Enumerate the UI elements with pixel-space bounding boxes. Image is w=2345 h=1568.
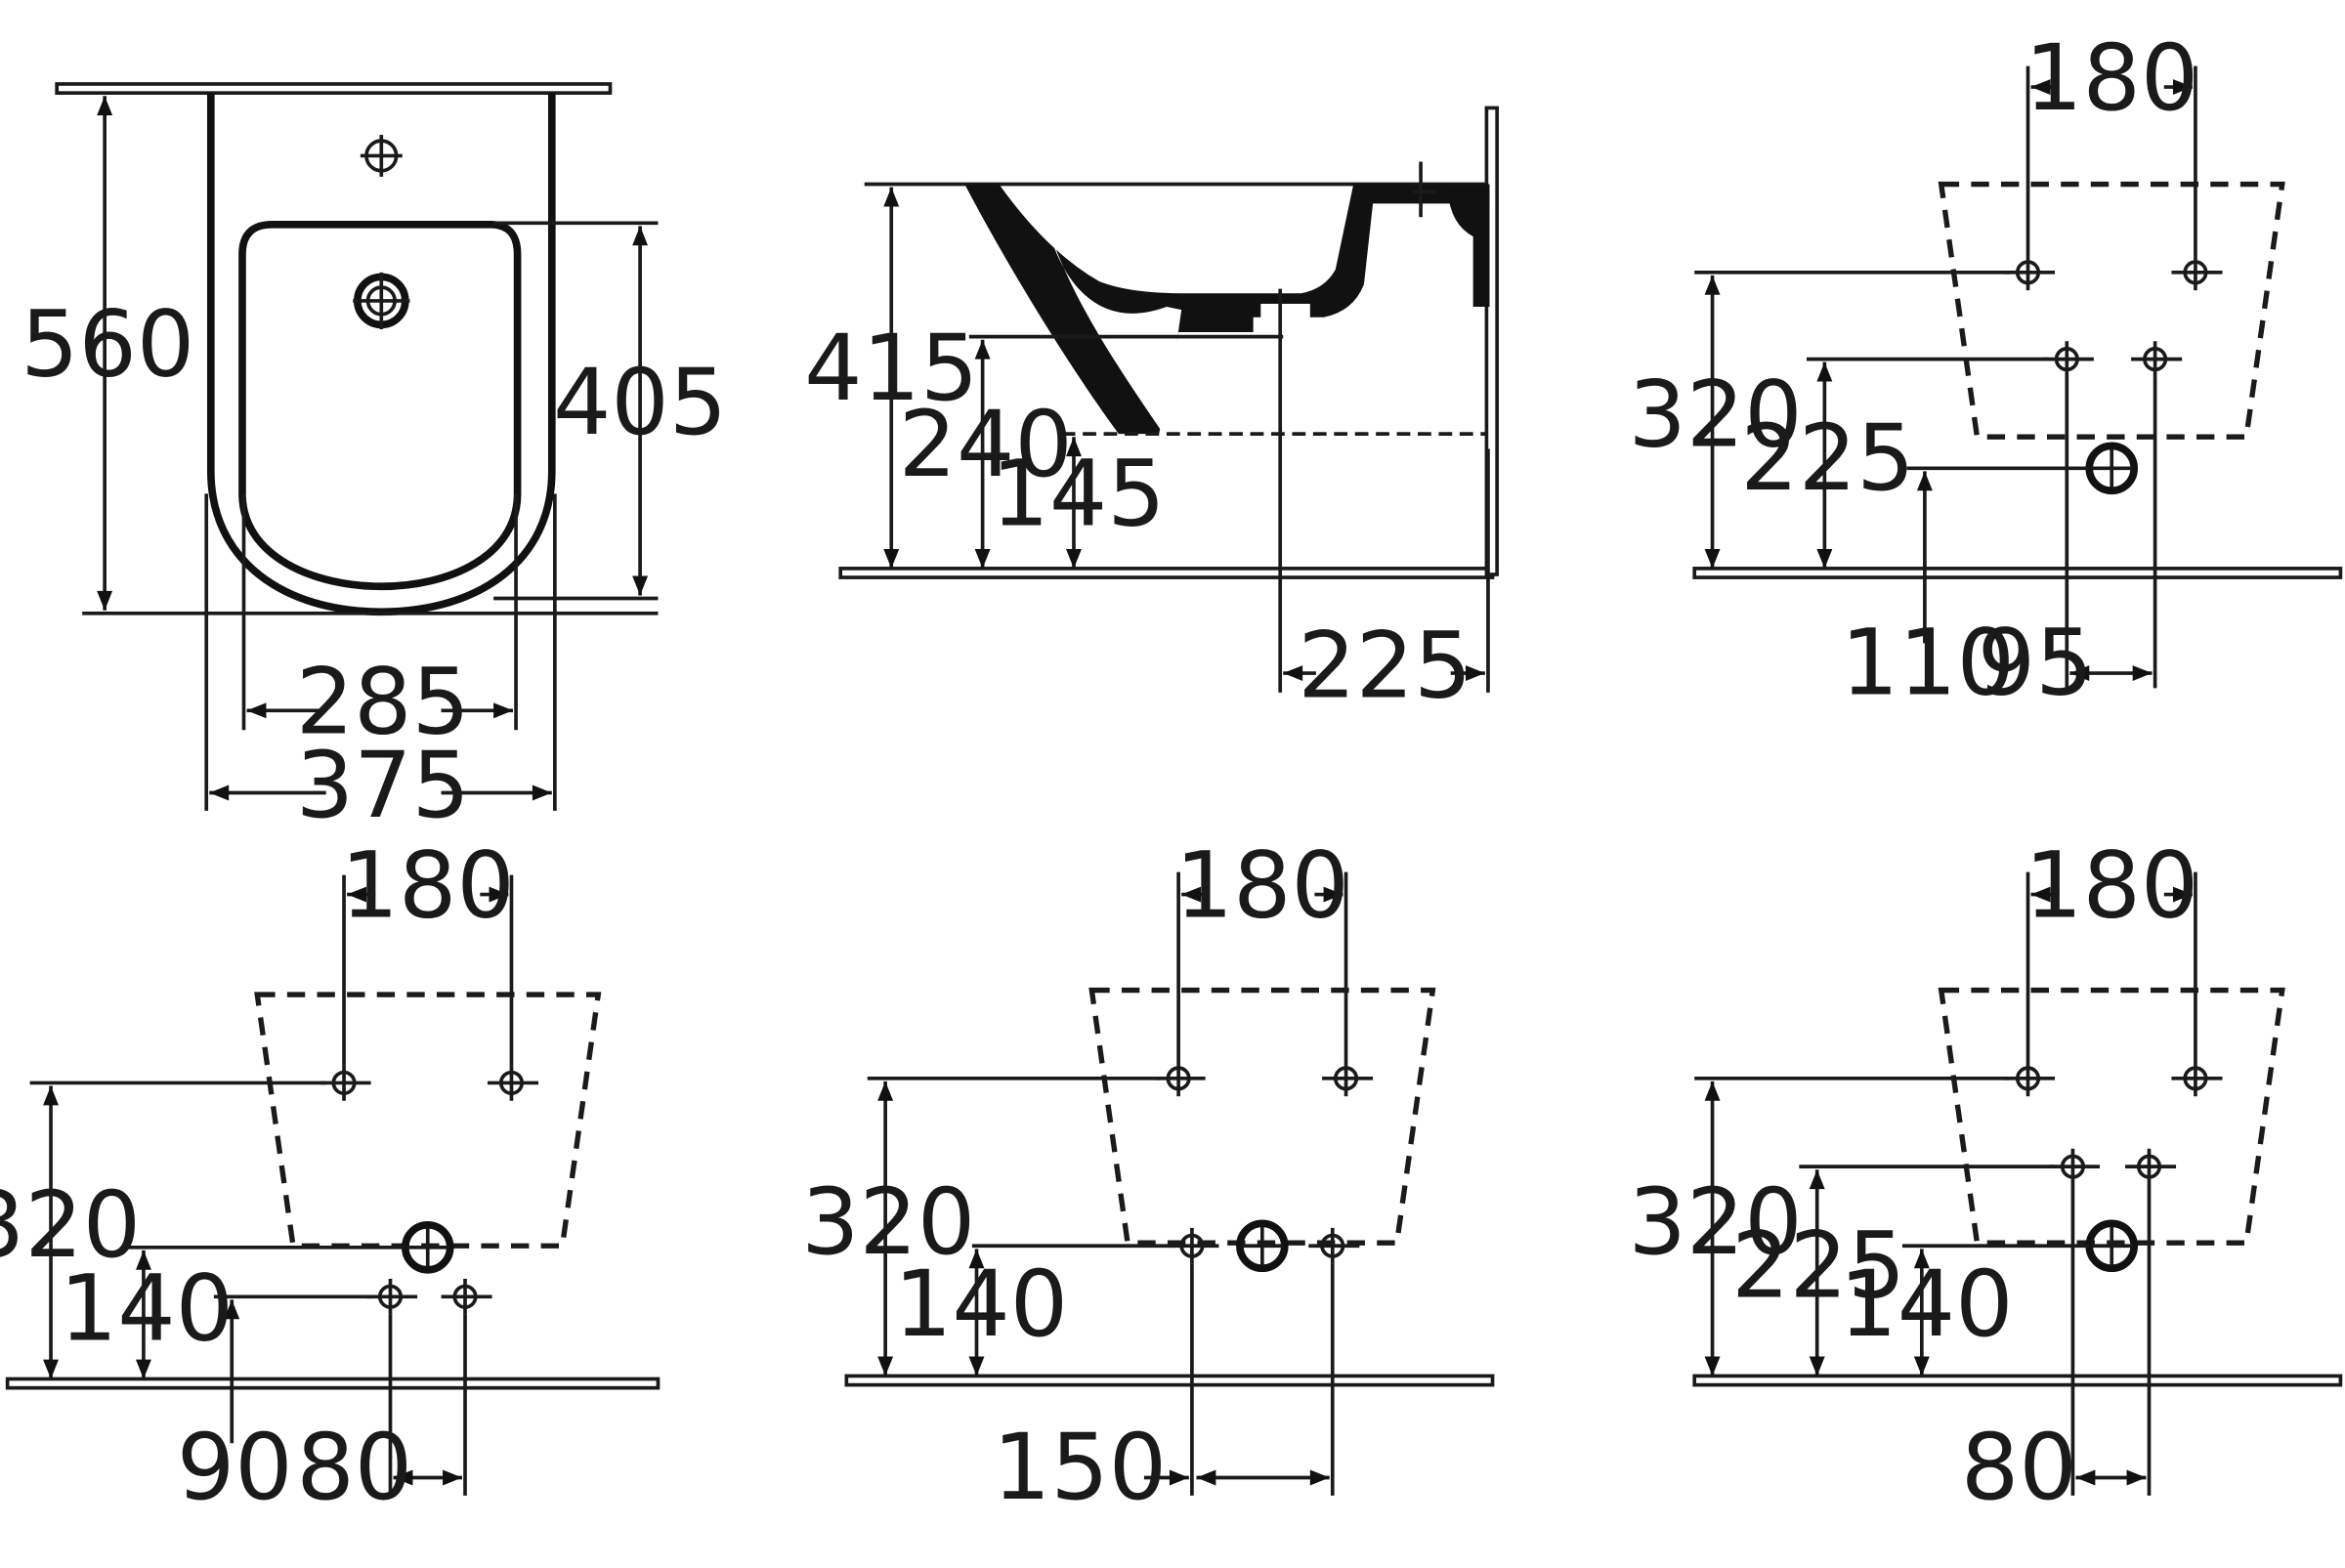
dim-supply-height: 90	[177, 1415, 293, 1521]
supply-connection-icon	[2042, 341, 2094, 377]
wall-bracket	[1447, 191, 1490, 308]
dim-bolt-spacing: 180	[2025, 833, 2198, 940]
floor-strip	[844, 1374, 1495, 1387]
dim-outlet-distance: 225	[1298, 614, 1471, 720]
supply-connection-icon	[1308, 1227, 1360, 1264]
wall-strip	[55, 82, 613, 95]
bidet-outline	[254, 992, 602, 1249]
fixing-bolt-icon	[1154, 1060, 1206, 1097]
supply-connection-icon	[2048, 1148, 2100, 1185]
fixing-bolt-icon	[2004, 254, 2056, 291]
fixing-bolt-icon	[2171, 1060, 2223, 1097]
fixing-bolt-icon	[320, 1065, 371, 1101]
dim-supply-height: 225	[1740, 405, 1914, 512]
fixing-bolt-icon	[2171, 254, 2223, 291]
dim-bolt-spacing: 180	[2025, 25, 2198, 132]
dim-bolt-height: 320	[801, 1169, 975, 1276]
supply-connection-icon	[1168, 1227, 1219, 1264]
connection-diagram-a: 180 320 225 110 95	[1629, 25, 2343, 716]
dim-supply-height: 225	[1731, 1212, 1905, 1319]
bidet-body	[964, 184, 1490, 435]
dim-supply-spacing: 80	[1961, 1415, 2077, 1521]
dim-supply-spacing: 150	[993, 1415, 1167, 1521]
waste-outlet-icon	[2085, 1219, 2139, 1273]
dim-outlet-height: 140	[60, 1256, 234, 1363]
connection-diagram-b: 180 320 140 90 80	[0, 833, 661, 1521]
drain-hole-icon	[353, 272, 410, 329]
supply-connection-icon	[366, 1278, 418, 1315]
bowl-outline	[238, 221, 522, 591]
supply-connection-icon	[2125, 1148, 2177, 1185]
dim-bolt-height: 320	[0, 1172, 141, 1279]
dim-bolt-height: 320	[1629, 1169, 1803, 1276]
waste-outlet-icon	[2085, 442, 2139, 495]
waste-outlet-icon	[1236, 1219, 1289, 1273]
dim-bolt-spacing: 180	[341, 833, 515, 940]
wall-strip	[1484, 106, 1499, 576]
dim-inlet-height: 240	[899, 392, 1073, 498]
tap-hole-icon	[360, 135, 403, 177]
dim-length: 560	[21, 291, 194, 398]
floor-strip	[1692, 1374, 2343, 1387]
outlet-opening	[1260, 303, 1310, 325]
fixing-bolt-icon	[1322, 1060, 1374, 1097]
dim-total-width: 375	[296, 733, 470, 839]
floor-strip	[838, 567, 1495, 579]
connection-diagram-c: 180 320 140 150	[801, 833, 1495, 1521]
top-view: 560 405 285 375	[21, 82, 727, 839]
fixing-bolt-icon	[487, 1065, 539, 1101]
side-view: 415 240 145 225	[804, 106, 1499, 720]
dim-outlet-height: 140	[1839, 1251, 2013, 1358]
connection-diagram-d: 180 320 225 140 80	[1629, 833, 2343, 1521]
bidet-outline	[1938, 181, 2285, 440]
waste-outlet-icon	[401, 1221, 454, 1274]
dim-height: 415	[804, 316, 978, 422]
floor-strip	[1692, 567, 2343, 579]
bidet-outline	[1938, 987, 2285, 1246]
dim-outlet-height: 140	[894, 1251, 1068, 1358]
dim-bolt-height: 320	[1629, 361, 1803, 468]
supply-connection-icon	[441, 1278, 492, 1315]
fixing-bolt-icon	[2004, 1060, 2056, 1097]
floor-strip	[5, 1377, 661, 1390]
dim-bolt-spacing: 180	[1175, 833, 1349, 940]
bidet-outline	[1088, 987, 1436, 1246]
supply-connection-icon	[2131, 341, 2183, 377]
dim-bowl-length: 405	[553, 350, 727, 456]
dim-outlet-height: 145	[991, 442, 1165, 548]
inner-cavity	[1046, 224, 1182, 435]
dim-supply-spacing: 95	[1978, 610, 2094, 716]
dim-supply-spacing: 80	[296, 1415, 412, 1521]
dim-bowl-width: 285	[296, 649, 470, 755]
dim-outlet-height: 110	[1841, 610, 2015, 716]
